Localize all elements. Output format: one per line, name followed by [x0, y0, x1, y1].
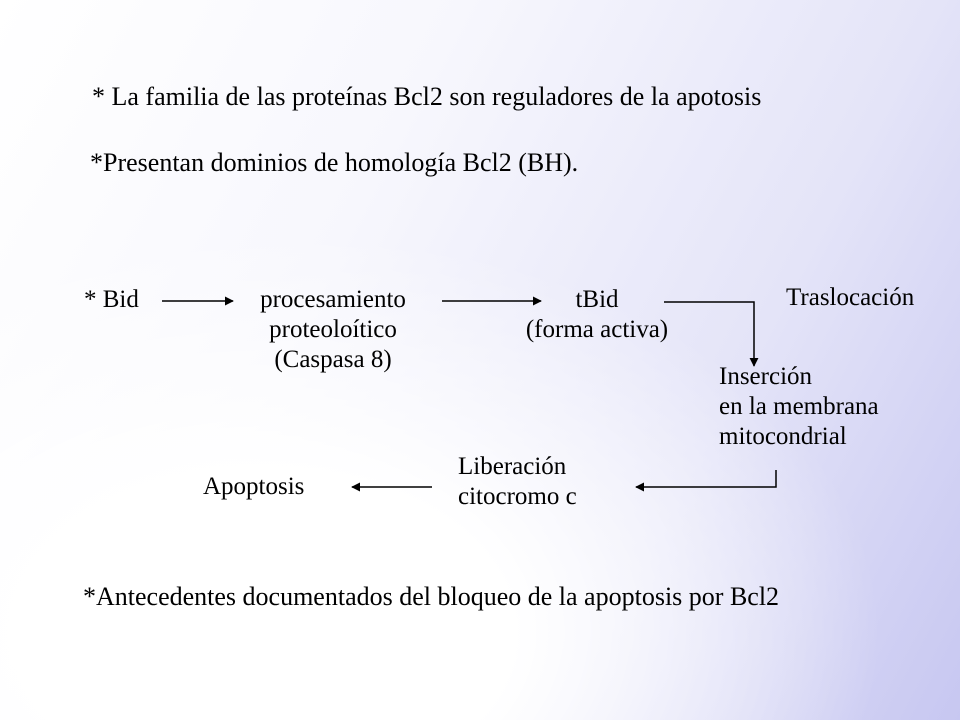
node-insercion-line-2: en la membrana [719, 393, 879, 420]
node-procesamiento: procesamiento proteoloítico (Caspasa 8) [228, 285, 438, 375]
node-procesamiento-line-2: proteoloítico [269, 316, 397, 343]
node-liberacion-line-1: Liberación [458, 453, 567, 480]
node-procesamiento-line-3: (Caspasa 8) [274, 346, 392, 373]
statement-bcl2-family: * La familia de las proteínas Bcl2 son r… [92, 82, 762, 111]
node-procesamiento-line-1: procesamiento [260, 286, 406, 313]
node-liberacion-line-2: citocromo c [458, 483, 577, 510]
node-apoptosis: Apoptosis [203, 472, 304, 502]
node-tbid-line-2: (forma activa) [525, 316, 669, 343]
node-insercion: Inserción en la membrana mitocondrial [719, 362, 879, 452]
node-insercion-line-1: Inserción [719, 363, 813, 390]
arrow-insercion-to-liberacion [635, 470, 777, 492]
node-tbid-line-1: tBid [575, 286, 619, 313]
label-traslocacion: Traslocación [786, 283, 914, 313]
node-bid: * Bid [84, 285, 139, 315]
node-insercion-line-3: mitocondrial [719, 423, 847, 450]
node-liberacion: Liberación citocromo c [458, 452, 577, 512]
node-bid-label: * Bid [84, 286, 139, 313]
statement-bh-domains: *Presentan dominios de homología Bcl2 (B… [90, 148, 579, 177]
node-apoptosis-label: Apoptosis [203, 473, 305, 500]
node-tbid: tBid (forma activa) [497, 285, 697, 345]
label-traslocacion-text: Traslocación [786, 284, 915, 311]
statement-antecedentes: *Antecedentes documentados del bloqueo d… [83, 582, 780, 611]
